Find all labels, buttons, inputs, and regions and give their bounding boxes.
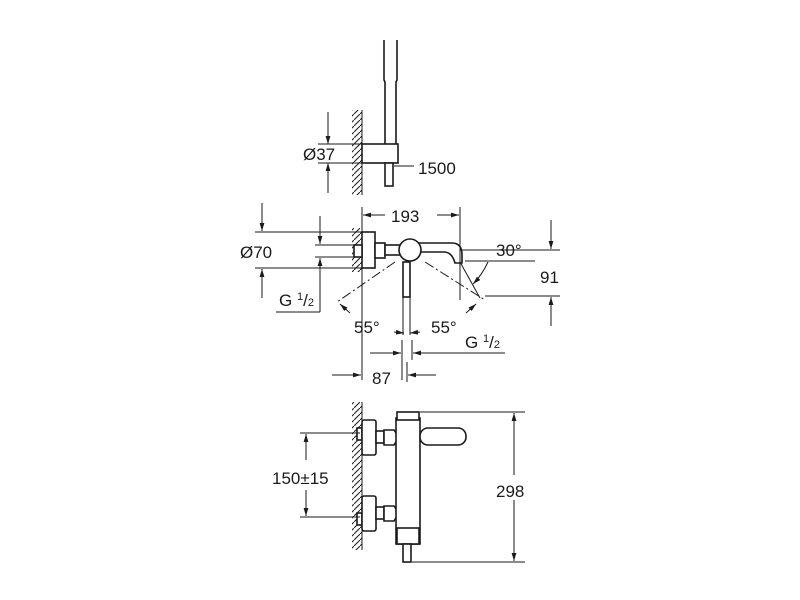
hose: [384, 162, 394, 187]
inlet-thread-label: G 1/2: [279, 291, 314, 310]
mixer-body: [395, 417, 421, 545]
outlet-thread-label: G 1/2: [465, 333, 500, 352]
handle-angle-left-label: 55°: [354, 318, 380, 337]
mixer-body: [398, 238, 422, 262]
top-cap: [396, 411, 420, 421]
spout-angle-label: 30°: [496, 241, 522, 260]
outlet: [402, 261, 411, 298]
height-label: 91: [540, 268, 559, 287]
hose-length-label: 1500: [418, 159, 456, 178]
inlet-spacing-label: 150±15: [272, 469, 329, 488]
spout: [413, 242, 463, 264]
total-height-label: 298: [496, 482, 524, 501]
wall-hatch: [352, 110, 362, 195]
wall-hatch: [352, 402, 362, 550]
wall-holder: [361, 143, 399, 164]
diameter-label: Ø37: [303, 145, 335, 164]
hand-shower: [383, 40, 398, 146]
depth-label: 87: [372, 369, 391, 388]
flange-diameter-label: Ø70: [240, 243, 272, 262]
mixer-front-view: 150±15 298: [272, 402, 525, 563]
mixer-top-view: 193 Ø70 G 1/2 30° 91 55° 55° G 1/2: [240, 203, 560, 388]
width-label: 193: [391, 207, 419, 226]
bottom-outlet: [396, 527, 420, 545]
handle-angle-right-label: 55°: [431, 318, 457, 337]
hand-shower-view: Ø37 1500: [303, 40, 456, 195]
lever-handle: [419, 427, 467, 446]
